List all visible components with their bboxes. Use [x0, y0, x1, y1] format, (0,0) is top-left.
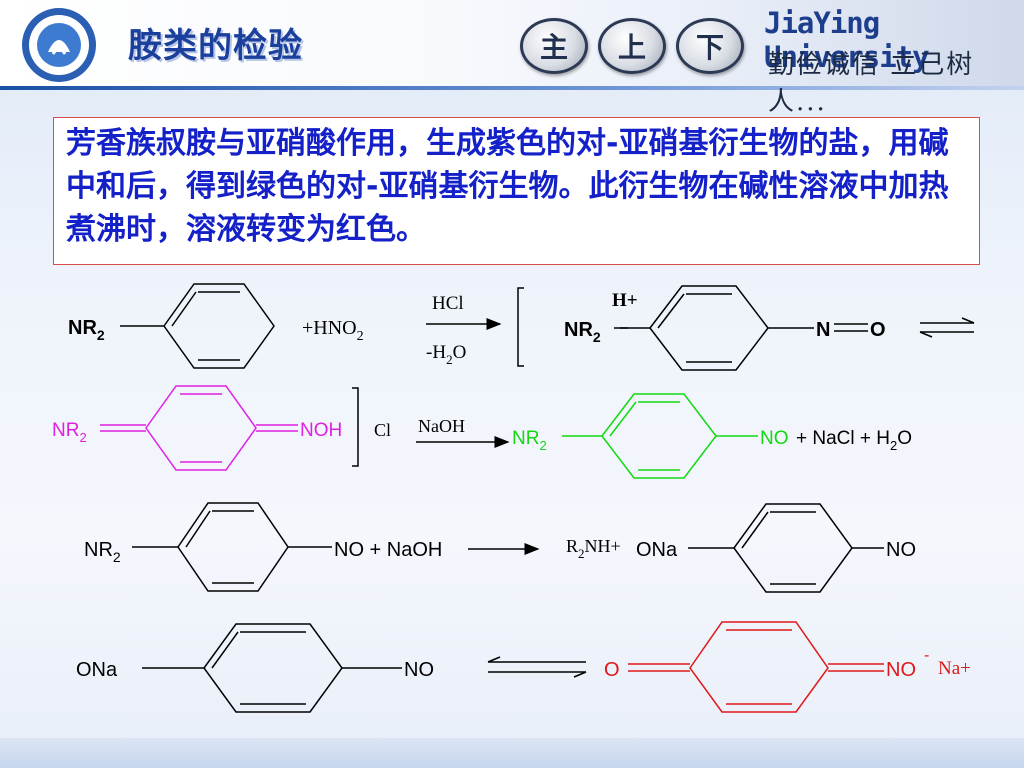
r3-condition: R [566, 536, 578, 556]
r3-product-left: ONa [636, 539, 678, 561]
svg-text:+HNO2: +HNO2 [302, 317, 364, 344]
r2-product-right: NO [760, 428, 789, 449]
reaction-4: ONa NO O NO - Na+ [76, 621, 971, 713]
r2-product-left: NR [512, 428, 539, 449]
header-divider [0, 86, 1024, 90]
previous-button-label: 上 [617, 31, 646, 64]
r1-product-ring [649, 285, 769, 371]
page-title: 胺类的检验 [128, 26, 303, 66]
r1-product-o: O [870, 319, 886, 341]
r4-counter-ion: Na+ [938, 658, 971, 679]
svg-text:NR2: NR2 [68, 317, 105, 343]
r2-counter-ion: Cl [374, 420, 391, 440]
r3-left-label: NR [84, 539, 113, 561]
r2-quinoid-ring [145, 385, 257, 471]
header [0, 0, 1024, 88]
r1-reactant-label: NR [68, 317, 97, 339]
r1-condition-top: HCl [432, 293, 464, 314]
r2-byproducts-tail: O [897, 428, 912, 449]
r4-left-label: ONa [76, 659, 118, 681]
footer-band [0, 738, 1024, 768]
svg-text:NR2: NR2 [52, 420, 87, 445]
university-motto: 勤俭诚信 立己树人... [768, 50, 975, 117]
r3-condition-tail: NH+ [585, 536, 621, 556]
r1-benzene-ring [163, 283, 275, 369]
home-button-label: 主 [539, 31, 568, 64]
r1-condition-bottom-tail: O [453, 342, 467, 363]
description-box: 芳香族叔胺与亚硝酸作用，生成紫色的对-亚硝基衍生物的盐，用碱中和后，得到绿色的对… [53, 117, 980, 265]
r2-left-label: NR [52, 420, 79, 441]
svg-text:R2NH+: R2NH+ [566, 536, 621, 561]
r2-byproducts: + NaCl + H [796, 428, 890, 449]
svg-text:NR2: NR2 [84, 539, 121, 565]
r1-condition-bottom: -H [426, 342, 446, 363]
home-button[interactable]: 主 [520, 18, 588, 74]
r3-benzene-ring [177, 502, 289, 592]
r3-product-right: NO [886, 539, 916, 561]
reaction-3: NR2 NO + NaOH R2NH+ ONa NO [84, 502, 916, 593]
r4-quinoid-ring [689, 621, 829, 713]
r4-right-label: NO [404, 659, 434, 681]
svg-text:NR2: NR2 [512, 428, 547, 453]
r2-right-label: NOH [300, 420, 342, 441]
r2-condition: NaOH [418, 416, 465, 436]
r4-charge: - [924, 647, 929, 664]
svg-text:-H2O: -H2O [426, 342, 466, 367]
svg-text:+ NaCl + H2O: + NaCl + H2O [796, 428, 912, 453]
reaction-2: NR2 NOH Cl NaOH NR2 NO + NaCl + H2O [52, 385, 912, 479]
r2-product-ring [601, 393, 717, 479]
university-name: JiaYing University [764, 6, 930, 74]
r4-product-left: O [604, 659, 620, 681]
r1-equilibrium-arrow [919, 317, 975, 338]
r1-proton-label: H+ [612, 290, 638, 311]
r1-product-left: NR [564, 319, 593, 341]
university-logo-icon [22, 8, 96, 82]
r4-product-right: NO [886, 659, 916, 681]
r4-equilibrium-arrow [487, 656, 587, 678]
r3-right-label: NO + NaOH [334, 539, 442, 561]
r3-product-ring [733, 503, 853, 593]
r4-benzene-ring [203, 623, 343, 713]
previous-button[interactable]: 上 [598, 18, 666, 74]
next-button-label: 下 [695, 31, 724, 64]
r1-reagent-label: +HNO [302, 317, 357, 339]
description-text: 芳香族叔胺与亚硝酸作用，生成紫色的对-亚硝基衍生物的盐，用碱中和后，得到绿色的对… [66, 126, 949, 247]
reaction-1: NR2 +HNO2 HCl -H2O H+ NR2 N O [68, 283, 975, 371]
r1-product-n: N [816, 319, 830, 341]
next-button[interactable]: 下 [676, 18, 744, 74]
svg-text:NR2: NR2 [564, 319, 601, 345]
